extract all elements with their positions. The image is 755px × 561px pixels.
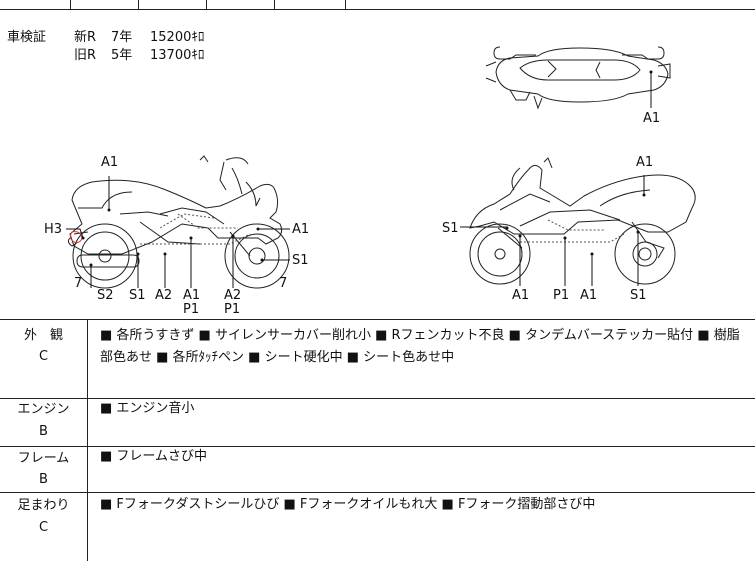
section-grade-frame: B <box>39 472 48 487</box>
label-left-h3: H3 <box>44 222 63 237</box>
label-left-a2: A2 <box>155 288 173 303</box>
label-left-s2: S2 <box>97 288 114 303</box>
top-cell-divider <box>345 0 346 10</box>
section-items-frame: ■ フレームさび中 <box>100 449 208 464</box>
label-top-a1: A1 <box>643 111 661 126</box>
label-left-p1a: P1 <box>183 302 200 317</box>
section-name-exterior: 外 観 <box>23 328 63 343</box>
label-right-a1-top: A1 <box>636 155 654 170</box>
section-grade-exterior: C <box>38 349 49 364</box>
section-grade-suspension: C <box>38 520 49 535</box>
label-right-a1a: A1 <box>512 288 530 303</box>
top-border <box>0 9 755 10</box>
section-name-frame: フレーム <box>17 451 70 466</box>
section-items-exterior: ■ 各所うすきず ■ サイレンサーカバー削れ小 ■ Rフェンカット不良 ■ タン… <box>100 328 740 365</box>
row-divider <box>0 446 755 447</box>
old-amount: 13700ｷﾛ <box>150 48 205 63</box>
section-name-engine: エンジン <box>17 402 70 417</box>
label-right-s1: S1 <box>630 288 647 303</box>
label-left-a2b: A2 <box>224 288 242 303</box>
section-name-suspension: 足まわり <box>17 498 70 513</box>
top-cell-divider <box>70 0 71 10</box>
section-grade-engine: B <box>39 424 48 439</box>
label-left-a1-right: A1 <box>292 222 310 237</box>
row-divider <box>0 492 755 493</box>
top-cell-divider <box>206 0 207 10</box>
label-left-a1-top: A1 <box>101 155 119 170</box>
label-left-a1: A1 <box>183 288 201 303</box>
new-plate: 新R <box>74 30 97 45</box>
old-year: 5年 <box>111 48 133 63</box>
label-left-p1b: P1 <box>224 302 241 317</box>
label-right-a1b: A1 <box>580 288 598 303</box>
table-top-border <box>0 319 755 320</box>
label-left-s1: S1 <box>129 288 146 303</box>
label-right-s1-left: S1 <box>442 221 459 236</box>
new-amount: 15200ｷﾛ <box>150 30 205 45</box>
table-column-divider <box>87 319 88 561</box>
old-plate: 旧R <box>74 48 97 63</box>
row-divider <box>0 398 755 399</box>
label-right-p1: P1 <box>553 288 570 303</box>
label-left-s1-right: S1 <box>292 253 309 268</box>
registration-label: 車検証 <box>7 30 47 45</box>
top-cell-divider <box>274 0 275 10</box>
new-year: 7年 <box>111 30 133 45</box>
section-items-suspension: ■ Fフォークダストシールひび ■ Fフォークオイルもれ大 ■ Fフォーク摺動部… <box>100 497 596 512</box>
label-left-7a: 7 <box>74 276 83 291</box>
top-cell-divider <box>138 0 139 10</box>
label-left-7b: 7 <box>279 276 288 291</box>
section-items-engine: ■ エンジン音小 <box>100 401 195 416</box>
